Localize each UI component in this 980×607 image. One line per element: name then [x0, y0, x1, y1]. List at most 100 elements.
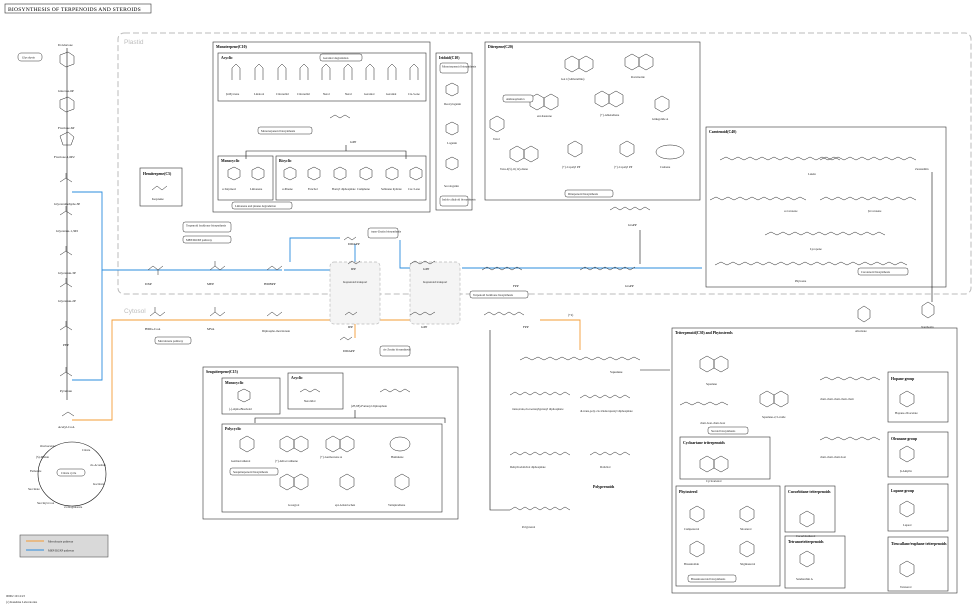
- compound-xanthoxin[interactable]: Xanthoxin: [921, 325, 934, 329]
- compound-squalene-2[interactable]: Squalene: [706, 382, 718, 386]
- diterpenoid-bios-link[interactable]: [564, 189, 614, 198]
- compound-abscisate[interactable]: Abscisate: [855, 329, 867, 333]
- compound-ggpp-diterpene[interactable]: GGPP: [628, 223, 637, 227]
- compound-fenchol[interactable]: Fenchol: [308, 187, 318, 191]
- compound-germacrene-a[interactable]: (+)-Germacrene A: [320, 455, 343, 459]
- compound-isoprene[interactable]: Isoprene: [152, 197, 164, 201]
- terpenoid-backbone-link[interactable]: [182, 221, 232, 233]
- compound-farnesyl-dp[interactable]: (2E,6E)-Farnesyl diphosphate: [351, 404, 388, 409]
- indole-alkaloid-link[interactable]: [439, 195, 469, 207]
- compound-loganin[interactable]: Loganin: [447, 141, 457, 145]
- compound-d-glucose[interactable]: D-Glucose: [58, 43, 73, 47]
- compound-deoxyloganin[interactable]: Deoxyloganin: [444, 102, 461, 106]
- compound-germacradienol[interactable]: Germacradienol: [231, 459, 250, 463]
- compound-chair-boat[interactable]: chair-boat-chair-boat: [700, 421, 725, 425]
- compound-fpp-cytosol[interactable]: FPP: [523, 325, 529, 329]
- compound-oxaloacetate[interactable]: Oxaloacetate: [40, 444, 56, 448]
- compound-dmapp-plastid[interactable]: DMAPP: [348, 242, 360, 246]
- compound-squalene-oxide[interactable]: Squalene-2,3-oxide: [762, 415, 786, 420]
- compound-pep[interactable]: PEP: [63, 343, 69, 347]
- compound-cadinene[interactable]: (+)-delta-Cadinene: [275, 459, 299, 463]
- compound-gpp-plastid[interactable]: GPP: [423, 267, 429, 271]
- mevalonate-link[interactable]: [154, 336, 192, 345]
- carotenoid-bios-link[interactable]: [857, 267, 909, 276]
- limonene-degradation-link[interactable]: [231, 201, 293, 210]
- compound-taxol[interactable]: Taxol: [493, 137, 500, 141]
- compound-limonene[interactable]: Limonene: [250, 187, 263, 191]
- compound-hmbpp[interactable]: HMBPP: [264, 282, 276, 286]
- compound-glucose-6p[interactable]: Glucose-6P: [58, 89, 74, 93]
- compound-sandanchin-a[interactable]: Sandanchin A: [796, 577, 814, 581]
- compound-isocitrate[interactable]: Isocitrate: [93, 482, 105, 486]
- compound-fructose-16p2[interactable]: Fructose-1,6P2: [54, 155, 75, 160]
- compound-taxadiene[interactable]: Taxa-4(5),11(12)-diene: [500, 167, 529, 172]
- compound-cis-aconitate[interactable]: cis-Aconitate: [90, 463, 107, 467]
- compound-linalool[interactable]: Linalool: [254, 92, 264, 96]
- compound-ipp-cytosol[interactable]: IPP: [348, 325, 353, 329]
- compound-glyceraldehyde-3p[interactable]: Glyceraldehyde-3P: [54, 202, 80, 206]
- compound-cycloartenol[interactable]: Cycloartenol: [706, 479, 722, 483]
- compound-squalene-main[interactable]: Squalene: [610, 370, 623, 374]
- compound-undecaprenyl-dp[interactable]: di-trans,poly-cis-Undecaprenyl diphospha…: [580, 409, 633, 414]
- steroid-bios-link[interactable]: [707, 426, 749, 435]
- monoterpenoid-bios-link[interactable]: [257, 126, 313, 135]
- compound-abietadiene[interactable]: (+)-Abietadiene: [600, 113, 620, 117]
- compound-citronellol[interactable]: Citronellol: [276, 92, 289, 96]
- compound-fpp-plastid[interactable]: FPP: [513, 284, 519, 288]
- compound-dehydrodolichol-dp[interactable]: Dehydrodolichol diphosphate: [510, 465, 546, 469]
- compound-chair-chair-boat[interactable]: chair-chair-chair-boat: [820, 455, 846, 459]
- compound-epi-aristolochen[interactable]: epi-Aristolochen: [335, 503, 356, 507]
- compound-mep[interactable]: MEP: [207, 282, 214, 286]
- compound-gpp-mono[interactable]: GPP: [350, 140, 356, 144]
- compound-glycerate-2p[interactable]: Glycerate-2P: [58, 299, 76, 303]
- compound-glycerate-3p[interactable]: Glycerate-3P: [58, 271, 76, 275]
- compound-campesterol[interactable]: Campesterol: [684, 527, 699, 531]
- compound-citronellal[interactable]: Citronellal: [297, 92, 310, 96]
- compound-ga1[interactable]: GA1 (Gibberellins): [561, 77, 584, 81]
- compound-beta-myrcene[interactable]: β-Myrcene: [226, 92, 240, 96]
- compound-succinyl-coa[interactable]: Succinyl-CoA: [37, 501, 55, 505]
- compound-vetispiradiene[interactable]: Vetispiradiene: [388, 503, 406, 507]
- compound-citrate[interactable]: Citrate: [82, 448, 91, 452]
- compound-taraxerol[interactable]: Taraxerol: [900, 585, 912, 589]
- compound-polyprenol[interactable]: Polyprenol: [522, 525, 535, 529]
- citrate-cycle-link[interactable]: [56, 468, 86, 477]
- compound-alpha-pinene[interactable]: α-Pinene: [282, 187, 293, 191]
- compound-zeaxanthin[interactable]: Zeaxanthin: [915, 167, 929, 171]
- compound-fructose-6p[interactable]: Fructose-6P: [58, 126, 75, 130]
- compound-alpha-terpineol[interactable]: α-Terpineol: [222, 187, 236, 191]
- compound-pyruvate[interactable]: Pyruvate: [60, 389, 73, 393]
- compound-stigmasterol[interactable]: Stigmasterol: [740, 562, 755, 566]
- geraniol-degradation-link[interactable]: [319, 53, 363, 62]
- compound-mva[interactable]: MVA: [207, 327, 215, 331]
- compound-alpha-carotene[interactable]: α-Carotene: [784, 209, 798, 213]
- compound-bisabolol[interactable]: (-)-alpha-Bisabolol: [229, 407, 252, 411]
- compound-phytoene[interactable]: Phytoene: [795, 279, 807, 283]
- sesq-bios-link[interactable]: [229, 467, 279, 476]
- terp-backbone-link-2[interactable]: [469, 290, 529, 299]
- compound-beta-carotene[interactable]: β-Carotene: [868, 209, 882, 213]
- antineoplastic-link[interactable]: [502, 94, 534, 103]
- compound-hopane-29-acetate[interactable]: Hopane-29-acetate: [895, 411, 918, 415]
- compound-copalyl-pp-2[interactable]: (+)-Copalyl PP: [614, 165, 633, 169]
- compound-bornyl-dp[interactable]: Bornyl diphosphate: [332, 187, 356, 191]
- compound-dolichol[interactable]: Dolichol: [600, 465, 611, 469]
- compound-secologanin[interactable]: Secologanin: [444, 184, 459, 188]
- compound-camphene[interactable]: Camphene: [357, 187, 370, 191]
- compound-humulene[interactable]: Humulene: [391, 455, 404, 459]
- compound-dxp[interactable]: DXP: [145, 282, 152, 286]
- compound-succinate[interactable]: Succinate: [28, 487, 40, 491]
- trans-zeatin-link[interactable]: [367, 227, 399, 239]
- compound-copalyl-pp-1[interactable]: (+)-Copalyl PP: [562, 165, 581, 169]
- compound-dmapp-cytosol[interactable]: DMAPP: [343, 349, 355, 353]
- compound-ggpp-plastid[interactable]: GGPP: [625, 284, 634, 288]
- compound-neral[interactable]: Neral: [345, 92, 352, 96]
- compound-2-oxoglutarate[interactable]: 2-Oxoglutarate: [64, 505, 83, 509]
- compound-s-malate[interactable]: (S)-Malate: [36, 455, 50, 459]
- compound-sabinene-hydrate[interactable]: Sabinene hydrate: [381, 187, 402, 191]
- compound-lupeol[interactable]: Lupeol: [903, 523, 912, 527]
- mep-doxp-link[interactable]: [182, 235, 232, 244]
- compound-gpp-cytosol[interactable]: GPP: [421, 325, 427, 329]
- cis-zeatin-link[interactable]: [379, 345, 411, 357]
- compound-rosvinoide[interactable]: Rosvinoide: [631, 75, 645, 79]
